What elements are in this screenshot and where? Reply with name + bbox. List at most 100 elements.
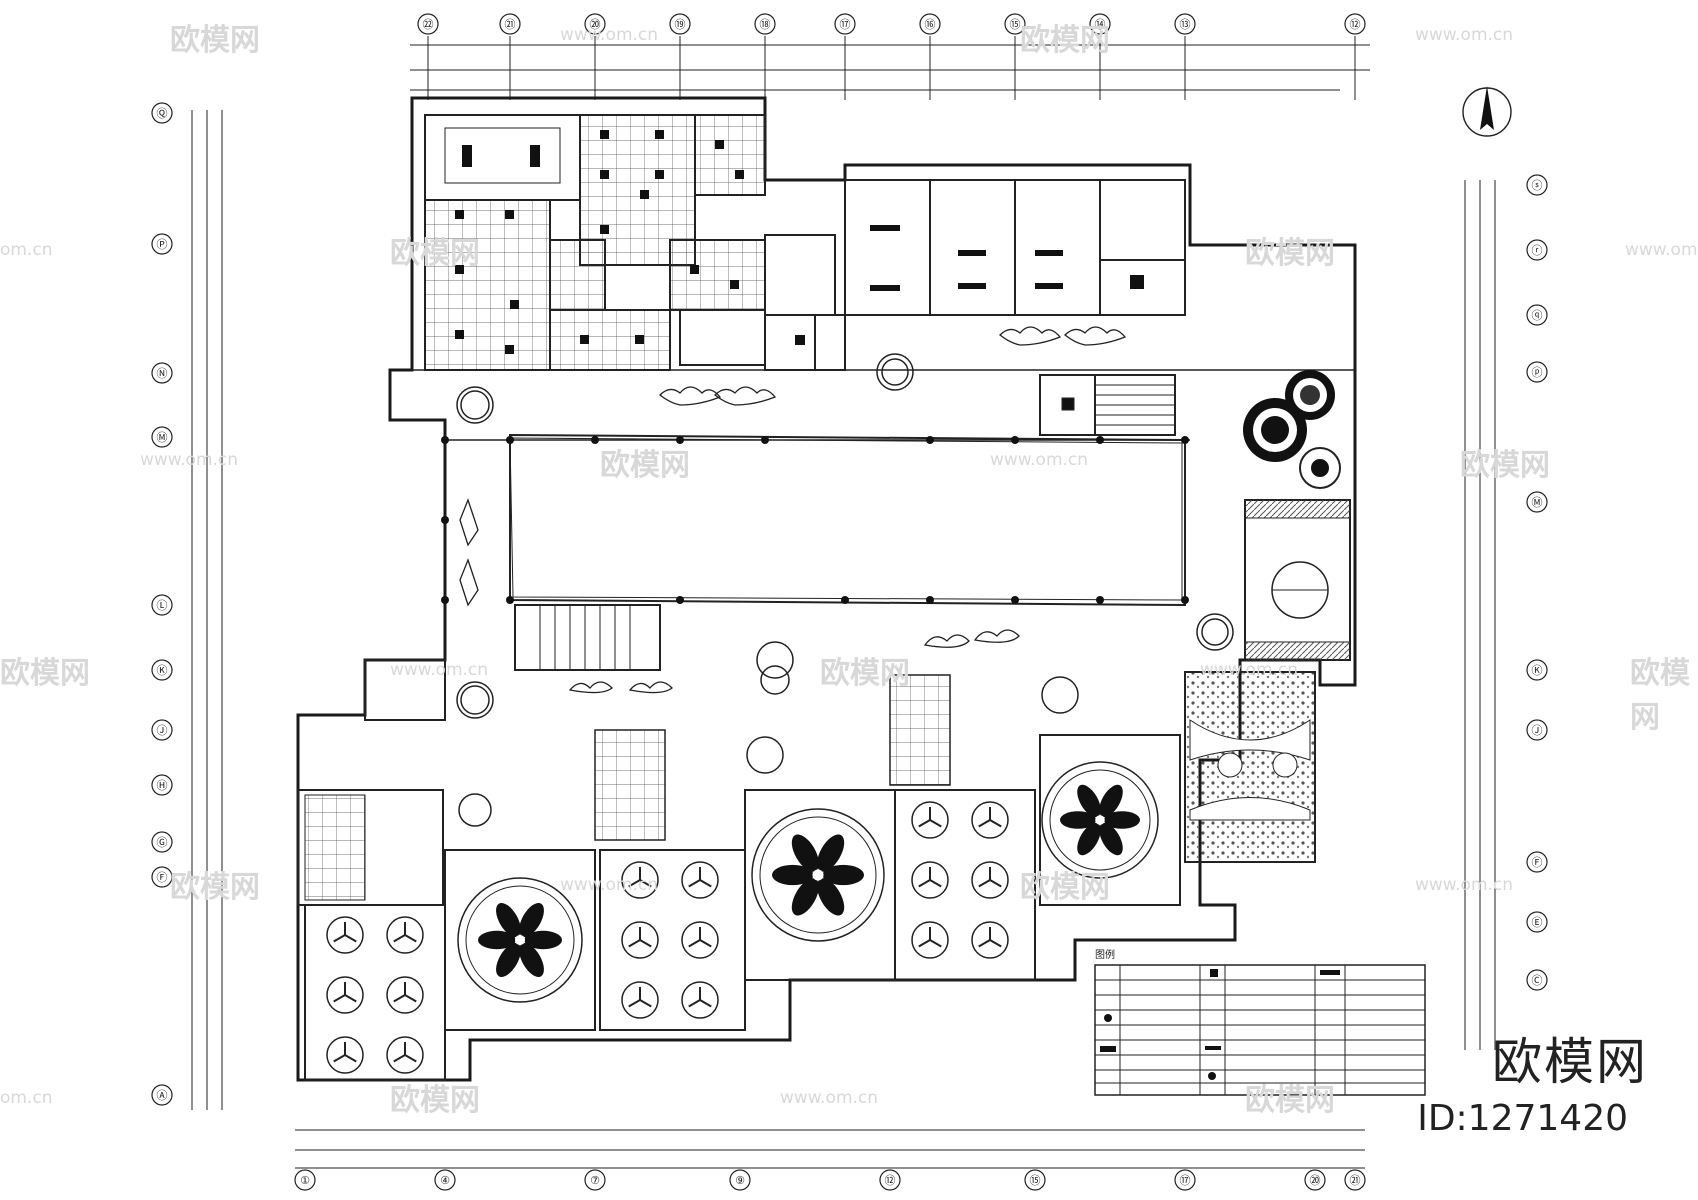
corridor-top [412,369,1355,441]
grid-bubble-left: Ⓗ [151,774,173,796]
watermark-url: www.om.cn [560,875,659,895]
rooms-lower-left [297,659,1079,906]
svg-text:Ⓠ: Ⓠ [157,107,168,120]
grid-bubble-left: Ⓕ [151,866,173,888]
stairs-top [1039,374,1176,436]
svg-text:Ⓜ: Ⓜ [1532,496,1543,509]
svg-text:⑬: ⑬ [1180,18,1191,31]
grid-bubble-bottom: ⑦ [584,1169,606,1191]
flower-petal [519,942,544,978]
left-grid-bubbles: Ⓠ Ⓟ Ⓝ Ⓜ Ⓛ Ⓚ Ⓙ Ⓗ Ⓖ Ⓕ Ⓐ [151,102,173,1106]
watermark-url: om.cn [0,240,53,260]
grid-bubble-top: ⑳ [584,13,606,35]
model-id: ID:1271420 [1417,1098,1628,1139]
svg-text:ⓢ: ⓢ [1532,179,1543,192]
flower-petal [1104,811,1140,829]
svg-text:Ⓝ: Ⓝ [157,367,168,380]
svg-text:⑮: ⑮ [1030,1174,1041,1187]
svg-text:Ⓛ: Ⓛ [157,599,168,612]
grid-bubble-left: Ⓖ [151,831,173,853]
flower-petal [1099,822,1123,856]
watermark-brand: 欧模网 [170,870,260,905]
grid-bubble-right: ⓠ [1526,304,1548,326]
grid-bubble-top: ⑮ [1004,13,1026,35]
grid-bubble-top: ⑫ [1344,13,1366,35]
watermark-url: www.om.cn [1415,875,1514,895]
office-fixtures [795,225,1144,345]
grid-bubble-left: Ⓚ [151,659,173,681]
north-arrow-icon [1462,86,1512,137]
watermark-brand: 欧模网 [1020,23,1110,58]
watermark-brand: 欧模网 [1245,236,1335,271]
right-dimension-lines [1464,180,1496,1050]
grid-bubble-right: Ⓒ [1526,969,1548,991]
grid-bubble-left: Ⓝ [151,362,173,384]
grid-bubble-top: ⑯ [919,13,941,35]
dining-room-fans-3 [894,789,1036,981]
flower-petal [772,864,814,886]
grid-bubble-right: ⓟ [1526,361,1548,383]
svg-text:Ⓗ: Ⓗ [157,779,168,792]
grid-bubble-top: ⑭ [1089,13,1111,35]
svg-text:Ⓙ: Ⓙ [1532,724,1543,737]
ceiling-fan-icon [681,981,719,1019]
svg-text:⑭: ⑭ [1095,18,1106,31]
flower-petal [822,864,864,886]
grid-bubble-bottom: ⑫ [879,1169,901,1191]
flower-center [1095,815,1105,825]
watermark-brand: 欧模网 [820,656,910,691]
svg-text:⑦: ⑦ [590,1174,600,1187]
svg-text:⑫: ⑫ [1350,18,1361,31]
grid-bubble-right: Ⓔ [1526,911,1548,933]
flower-petal [1060,811,1096,829]
top-dimension-lines [410,44,1370,91]
dining-room-fans-1 [304,904,446,1081]
room-right-lounge [1244,499,1351,661]
watermark-brand: 欧模网 [1020,870,1110,905]
svg-text:⑰: ⑰ [1180,1174,1191,1187]
svg-text:⑲: ⑲ [675,18,686,31]
grid-bubble-bottom: ⑳ [1304,1169,1326,1191]
watermark-url: www.om.cn [390,660,489,680]
grid-bubble-right: ⓡ [1526,239,1548,261]
ceiling-fan-icon [911,921,949,959]
column-dots [441,436,1189,604]
svg-text:Ⓕ: Ⓕ [157,871,168,884]
ceiling-fan-icon [621,861,659,899]
ceiling-fan-icon [911,801,949,839]
decorative-circles-right [1243,370,1341,489]
room-pebble-garden [1184,671,1316,863]
flower-petal [478,930,516,950]
flower-center [812,869,824,881]
svg-text:Ⓙ: Ⓙ [157,724,168,737]
grid-bubble-left: Ⓐ [151,1084,173,1106]
svg-text:㉑: ㉑ [1350,1174,1361,1187]
flower-center [514,934,526,946]
flower-fan-icons [478,784,1140,978]
ceiling-fan-icon [621,921,659,959]
svg-text:④: ④ [440,1174,450,1187]
grid-bubble-left: Ⓜ [151,426,173,448]
grid-bubble-right: Ⓜ [1526,491,1548,513]
grid-bubble-right: ⓢ [1526,174,1548,196]
ceiling-fan-icon [621,981,659,1019]
ceiling-fan-icon [326,1036,364,1074]
flower-petal [817,878,845,916]
svg-text:Ⓚ: Ⓚ [1532,664,1543,677]
svg-text:⑳: ⑳ [1310,1174,1321,1187]
svg-text:㉑: ㉑ [505,18,516,31]
brand-logo-text: 欧模网 [1492,1033,1648,1091]
watermark-brand: 欧模网 [600,448,690,483]
ceiling-light-squares [455,130,744,354]
dining-room-fans-2 [599,849,746,1031]
ceiling-fan-icon [971,801,1009,839]
watermark-brand: 欧模网 [1630,656,1690,735]
svg-text:⑰: ⑰ [840,18,851,31]
svg-text:⑮: ⑮ [1010,18,1021,31]
watermark-brand: 欧模网 [1460,448,1550,483]
grid-bubble-left: Ⓟ [151,233,173,255]
svg-text:Ⓐ: Ⓐ [157,1089,168,1102]
